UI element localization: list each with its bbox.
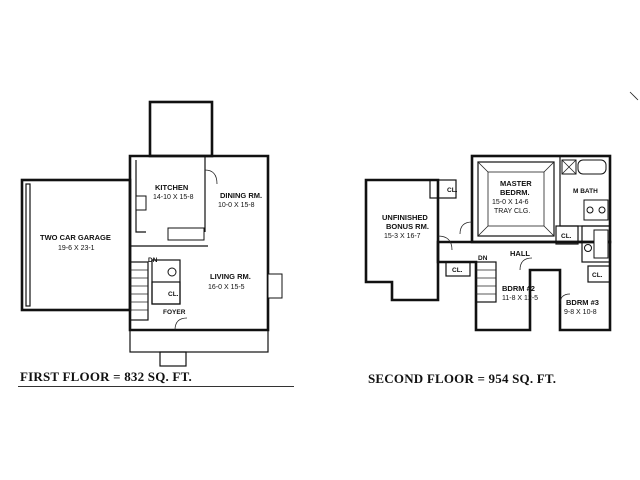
second-floor-caption: SECOND FLOOR = 954 SQ. FT. [368, 371, 557, 386]
foyer-label: FOYER [163, 309, 186, 316]
closet-b [445, 261, 471, 277]
first-closet-label: CL. [168, 291, 179, 298]
tub [577, 159, 607, 175]
living-label: LIVING RM. [210, 272, 251, 281]
closet-d-label: CL. [592, 272, 603, 279]
master-note: TRAY CLG. [494, 208, 530, 215]
fireplace [267, 273, 283, 299]
vanity [583, 199, 609, 221]
first-floor-plan: KITCHEN 14-10 X 15-8 DINING RM. 10-0 X 1… [20, 100, 283, 367]
hall-bath [581, 225, 611, 263]
garage-label: TWO CAR GARAGE [40, 233, 111, 242]
closet-d [587, 265, 611, 283]
bonus-room-walls [364, 178, 440, 302]
second-stair-dn-label: DN [478, 255, 488, 262]
garage-dims: 19-6 X 23-1 [58, 245, 95, 252]
vanity-sink-1 [586, 206, 594, 214]
closet-b-label: CL. [452, 267, 463, 274]
first-floor-stairs [129, 261, 149, 321]
closet-a-label: CL. [447, 187, 458, 194]
kitchen-island [167, 227, 205, 241]
second-floor-plan: MASTER BEDRM. 15-0 X 14-6 TRAY CLG. M BA… [364, 91, 639, 332]
garage-door-opening [25, 183, 31, 307]
hall-label: HALL [510, 249, 530, 258]
bdrm2-label: BDRM #2 [502, 284, 535, 293]
kitchen-dims: 14-10 X 15-8 [153, 194, 194, 201]
master-bath-label: M BATH [573, 188, 598, 195]
closet-box [151, 281, 181, 305]
bonus-dims: 15-3 X 16-7 [384, 233, 421, 240]
kitchen-sink [135, 195, 147, 211]
bdrm2-dims: 11-8 X 12-5 [502, 295, 538, 302]
hall-toilet [584, 244, 592, 252]
living-dims: 16-0 X 15-5 [208, 284, 245, 291]
dining-label: DINING RM. [220, 191, 262, 200]
second-floor-stairs [475, 261, 497, 303]
main-house-walls [128, 154, 270, 332]
kitchen-counter [135, 160, 146, 233]
porch-steps [159, 351, 187, 367]
bdrm3-label: BDRM #3 [566, 298, 599, 307]
rear-bumpout [148, 100, 214, 158]
master-label-2: BEDRM. [500, 188, 530, 197]
bdrm3-dims: 9-8 X 10-8 [564, 309, 597, 316]
vanity-sink-2 [598, 206, 606, 214]
front-porch [129, 329, 269, 353]
first-floor-caption-underline [18, 386, 294, 387]
corner-mark [629, 91, 639, 101]
tray-ceiling-outer [477, 161, 555, 237]
closet-a [429, 179, 457, 199]
first-stair-dn-label: DN [148, 257, 158, 264]
closet-c-label: CL. [561, 233, 572, 240]
toilet [167, 267, 177, 277]
kitchen-label: KITCHEN [155, 183, 188, 192]
tray-ceiling-inner [487, 171, 545, 227]
master-label: MASTER [500, 179, 532, 188]
dining-door-swing [204, 169, 218, 185]
closet-c [555, 225, 579, 245]
dining-dims: 10-0 X 15-8 [218, 202, 255, 209]
first-floor-caption: FIRST FLOOR = 832 SQ. FT. [20, 369, 192, 384]
bonus-label: UNFINISHED [382, 213, 428, 222]
bonus-label-2: BONUS RM. [386, 222, 429, 231]
hall-bath-tub [593, 229, 609, 259]
master-dims: 15-0 X 14-6 [492, 199, 529, 206]
foyer-door-swing [174, 317, 188, 331]
